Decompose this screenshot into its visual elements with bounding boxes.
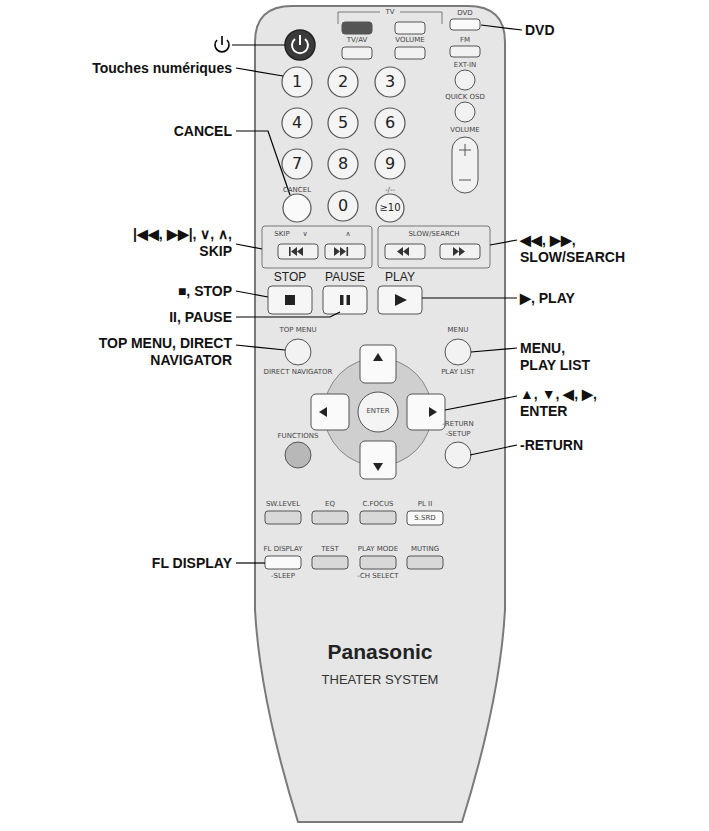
skip-search-bars: [262, 226, 490, 268]
button-label: STOP: [260, 271, 320, 284]
button-label: SKIP: [262, 230, 302, 239]
button-label: -CH SELECT: [348, 572, 408, 581]
button-label: CANCEL: [267, 186, 327, 195]
button-label: PLAY: [370, 271, 430, 284]
brand-name: Panasonic: [280, 640, 480, 664]
skip-search-buttons: [278, 244, 480, 259]
callout-label: Touches numériques: [32, 60, 232, 77]
callout-label: TOP MENU, DIRECT NAVIGATOR: [82, 335, 232, 369]
key-number: 7: [282, 153, 312, 175]
key-number: 1: [282, 71, 312, 93]
key-number: 3: [375, 71, 405, 93]
button-label: MENU: [418, 326, 498, 335]
model-name: THEATER SYSTEM: [280, 672, 480, 687]
power-button: [285, 30, 315, 60]
button-label: -SETUP: [418, 430, 498, 439]
button-label: FL DISPLAY: [253, 545, 313, 554]
button-label: SW.LEVEL: [253, 500, 313, 509]
leader-lines: [232, 25, 522, 563]
button-label: C.FOCUS: [348, 500, 408, 509]
button-label: TV/AV: [327, 36, 387, 45]
button-label: ENTER: [358, 407, 398, 416]
button-label: FUNCTIONS: [258, 432, 338, 441]
button-label: PAUSE: [315, 271, 375, 284]
button-label: ∨: [295, 230, 315, 239]
button-label: QUICK OSD: [435, 93, 495, 102]
button-label: MUTING: [395, 545, 455, 554]
callout-label: II, PAUSE: [32, 309, 232, 326]
transport-buttons: [268, 286, 422, 314]
skip-search-glyphs: [289, 247, 465, 256]
callout-label: MENU, PLAY LIST: [520, 340, 602, 374]
callout-label: ■, STOP: [32, 283, 232, 300]
button-label: VOLUME: [435, 126, 495, 135]
button-label: -RETURN: [418, 420, 498, 429]
button-label: TV: [370, 8, 410, 17]
button-label: SLOW/SEARCH: [394, 230, 474, 239]
button-label: EQ: [300, 500, 360, 509]
callout-label: FL DISPLAY: [32, 555, 232, 572]
callout-label: |◀◀, ▶▶|, ∨, ∧, SKIP: [122, 226, 232, 260]
button-label: TEST: [300, 545, 360, 554]
button-label: ∧: [338, 230, 358, 239]
callout-label: -RETURN: [520, 437, 670, 454]
callout-label: ▲, ▼, ◀, ▶, ENTER: [520, 386, 604, 420]
callout-label: ▶, PLAY: [520, 290, 670, 307]
key-number: 4: [282, 112, 312, 134]
source-buttons: [450, 19, 480, 193]
remote-body: [255, 6, 505, 822]
key-number: 0: [328, 195, 358, 217]
button-label: PLAY MODE: [348, 545, 408, 554]
key-number: 9: [375, 153, 405, 175]
callout-label: DVD: [525, 22, 625, 39]
key-number: ≥10: [375, 198, 405, 218]
callout-label: ◀◀, ▶▶, SLOW/SEARCH: [520, 232, 635, 266]
button-label: DVD: [435, 9, 495, 18]
key-number: 5: [328, 112, 358, 134]
button-label: PLAY LIST: [418, 368, 498, 377]
key-number: 6: [375, 112, 405, 134]
key-number: 2: [328, 71, 358, 93]
button-label: PL II: [395, 500, 455, 509]
button-label: FM: [435, 36, 495, 45]
button-label: VOLUME: [380, 36, 440, 45]
button-label: EXT-IN: [435, 61, 495, 70]
callout-label: CANCEL: [32, 123, 232, 140]
key-number: 8: [328, 153, 358, 175]
button-label: S.SRD: [405, 514, 445, 523]
power-symbol: [215, 36, 229, 52]
button-label: -SLEEP: [253, 572, 313, 581]
direction-pad: [311, 345, 445, 479]
number-keys: [282, 67, 405, 222]
button-label: DIRECT NAVIGATOR: [258, 368, 338, 377]
button-label: TOP MENU: [258, 326, 338, 335]
button-label: -/--: [370, 186, 410, 195]
